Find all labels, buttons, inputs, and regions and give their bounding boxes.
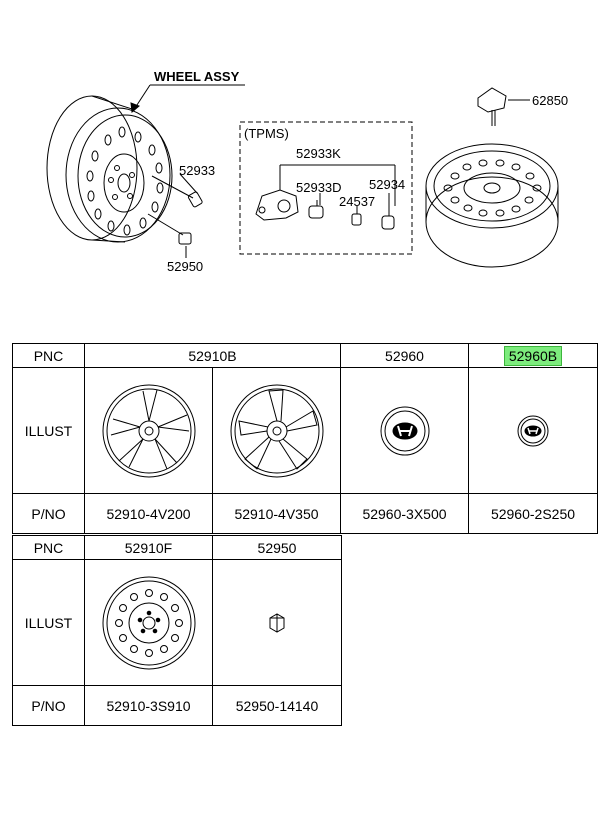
pnc-cell[interactable]: 52950 (212, 535, 342, 560)
pnc-cell[interactable]: 52960 (340, 343, 469, 368)
illust-cell (212, 367, 341, 494)
pno-row: P/NO 52910-4V200 52910-4V350 52960-3X500… (12, 493, 598, 534)
valve-stem-52933 (151, 173, 203, 208)
callout-52950: 52950 (167, 259, 204, 274)
exploded-diagram: WHEEL ASSY (TPMS) 62850 52933 52950 5293… (0, 0, 600, 300)
pnc-row: PNC 52910B 52960 52960B (12, 343, 598, 368)
illust-row: ILLUST (12, 367, 598, 494)
illust-cell (468, 367, 598, 494)
pnc-row: PNC 52910F 52950 (12, 535, 342, 560)
part-number-cell[interactable]: 52950-14140 (212, 685, 342, 726)
wheel-assy-title: WHEEL ASSY (154, 69, 240, 84)
callout-52933: 52933 (179, 163, 216, 178)
illust-row-label: ILLUST (12, 559, 85, 686)
pnc-row-label: PNC (12, 343, 85, 368)
pnc-cell-highlighted[interactable]: 52960B (468, 343, 598, 368)
tpms-leaders (279, 164, 396, 216)
pnc-cell[interactable]: 52910F (84, 535, 213, 560)
center-cap-image (380, 406, 429, 455)
callout-52933D: 52933D (296, 180, 342, 195)
spare-wheel-right (425, 143, 559, 268)
part-number-cell[interactable]: 52910-4V200 (84, 493, 213, 534)
illust-cell (340, 367, 469, 494)
lug-nut-52950 (147, 213, 192, 258)
lug-nut-image (269, 612, 285, 633)
parts-table-1: PNC 52910B 52960 52960B ILLUST (12, 343, 598, 534)
tpms-label: (TPMS) (244, 126, 289, 141)
illust-cell (84, 559, 213, 686)
steel-wheel-left (46, 95, 173, 243)
diagram-drawing (46, 84, 559, 268)
illust-cell (84, 367, 213, 494)
pno-row: P/NO 52910-3S910 52950-14140 (12, 685, 342, 726)
pnc-row-label: PNC (12, 535, 85, 560)
part-number-cell[interactable]: 52910-3S910 (84, 685, 213, 726)
alloy-wheel-image (230, 384, 323, 477)
illust-row-label: ILLUST (12, 367, 85, 494)
pnc-cell[interactable]: 52910B (84, 343, 341, 368)
callout-52934: 52934 (369, 177, 406, 192)
callout-62850: 62850 (532, 93, 569, 108)
part-number-cell[interactable]: 52960-3X500 (340, 493, 469, 534)
callout-24537: 24537 (339, 194, 376, 209)
callout-52933K: 52933K (296, 146, 341, 161)
part-number-cell[interactable]: 52910-4V350 (212, 493, 341, 534)
steel-wheel-image (102, 576, 195, 669)
pno-row-label: P/NO (12, 685, 85, 726)
center-cap-image (517, 415, 549, 446)
illust-cell (212, 559, 342, 686)
wheel-assy-arrow (130, 84, 245, 113)
hold-down-bolt-62850 (477, 87, 530, 126)
part-number-cell[interactable]: 52960-2S250 (468, 493, 598, 534)
highlight-badge[interactable]: 52960B (503, 345, 563, 366)
illust-row: ILLUST (12, 559, 342, 686)
alloy-wheel-image (102, 384, 195, 477)
pno-row-label: P/NO (12, 493, 85, 534)
parts-table-2: PNC 52910F 52950 ILLUST (12, 535, 342, 726)
